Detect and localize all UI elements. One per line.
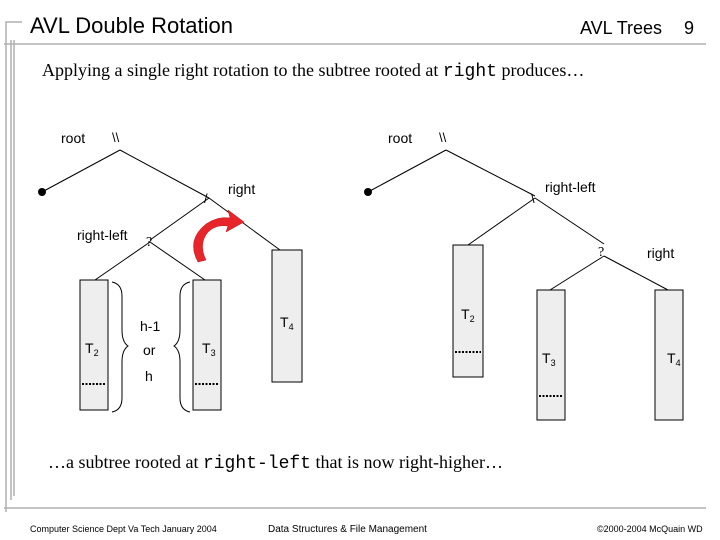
- t3-letter: T: [202, 340, 211, 356]
- t4-sub: 4: [288, 322, 294, 332]
- edge-rl-t2: [94, 241, 151, 281]
- or-label: or: [143, 342, 156, 358]
- t3-sub: 3: [210, 348, 216, 358]
- edge-right-rl: [149, 197, 210, 241]
- caption: …a subtree rooted at right-left that is …: [48, 452, 503, 474]
- t4-sub: 4: [675, 358, 681, 368]
- right-label-left: right: [228, 181, 256, 197]
- h1-label: h-1: [140, 318, 161, 334]
- t3-sub: 3: [550, 358, 556, 368]
- rotation-arrow-icon: [193, 209, 245, 263]
- caption-pre: …a subtree rooted at: [48, 452, 203, 472]
- edge-rl-right: [534, 197, 605, 245]
- node-dot: [38, 188, 46, 196]
- caption-post: that is now right-higher…: [310, 452, 503, 472]
- subtitle: Applying a single right rotation to the …: [42, 60, 584, 82]
- root-label-right: root: [388, 130, 413, 146]
- right-balance-left: /: [204, 191, 208, 206]
- t4-label-right: T4: [667, 350, 681, 368]
- slide-title: AVL Double Rotation: [30, 13, 234, 38]
- section-title: AVL Trees: [580, 18, 663, 38]
- edge-root-rl: [445, 149, 536, 197]
- footer-right: ©2000-2004 McQuain WD: [597, 524, 703, 534]
- rl-balance-right: \: [531, 191, 535, 206]
- edge-right-t4: [208, 197, 281, 251]
- footer-center: Data Structures & File Management: [268, 524, 427, 535]
- t2-letter: T: [85, 340, 94, 356]
- t3-letter: T: [542, 350, 551, 366]
- brace-left: [173, 281, 191, 413]
- t3-label-right: T3: [542, 350, 556, 368]
- edge-right-t4: [603, 255, 669, 291]
- t2-label-right: T2: [461, 306, 475, 324]
- root-balance-right: \\: [439, 130, 447, 145]
- t2-label-left: T2: [85, 340, 99, 358]
- footer-left: Computer Science Dept Va Tech January 20…: [30, 524, 217, 534]
- t3-label-left: T3: [202, 340, 216, 358]
- t2-sub: 2: [469, 314, 475, 324]
- subtree-t2-right: [452, 244, 484, 378]
- t4-letter: T: [667, 350, 676, 366]
- subtree-t2-left: [79, 279, 109, 411]
- rl-balance-left: ?: [146, 235, 153, 250]
- t2-letter: T: [461, 306, 470, 322]
- edge-right-t3: [549, 255, 605, 291]
- caption-code: right-left: [202, 454, 311, 474]
- right-balance-right: ?: [598, 245, 605, 260]
- subtitle-post: produces…: [496, 60, 585, 80]
- edge-root-right: [119, 149, 210, 199]
- h-label: h: [145, 368, 153, 384]
- edge-root-left: [367, 149, 447, 193]
- subtree-t4-left: [271, 249, 303, 383]
- node-dot: [364, 188, 372, 196]
- right-label-right: right: [647, 245, 675, 261]
- page-number: 9: [684, 18, 695, 38]
- subtree-t3-right: [536, 289, 566, 421]
- edge-rl-t3: [149, 241, 206, 281]
- subtree-t3-left: [192, 279, 222, 411]
- edge-root-left: [41, 149, 121, 193]
- rl-label-left: right-left: [77, 227, 128, 243]
- rl-label-right: right-left: [545, 179, 596, 195]
- t4-letter: T: [280, 314, 289, 330]
- subtitle-pre: Applying a single right rotation to the …: [42, 60, 443, 80]
- brace-right: [111, 281, 129, 413]
- root-balance-left: \\: [112, 130, 120, 145]
- t2-sub: 2: [93, 348, 99, 358]
- root-label-left: root: [61, 130, 86, 146]
- subtree-t4-right: [654, 289, 684, 421]
- t4-label-left: T4: [280, 314, 294, 332]
- subtitle-code: right: [442, 62, 497, 82]
- edge-rl-t2: [467, 197, 536, 246]
